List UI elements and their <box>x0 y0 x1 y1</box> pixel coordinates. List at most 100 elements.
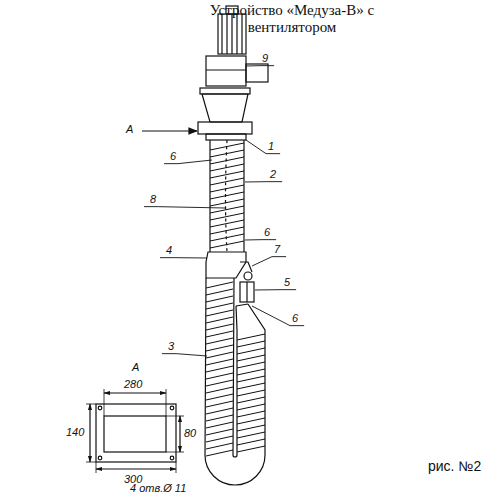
hose-loop-inner <box>233 278 237 457</box>
view-marker: А <box>132 361 139 374</box>
hose-winding <box>210 164 244 171</box>
leader-line <box>162 354 207 356</box>
hose-winding <box>210 178 244 185</box>
leader-line <box>160 257 207 258</box>
hose-winding <box>206 324 233 330</box>
motor-fin <box>231 14 232 54</box>
hose-winding <box>206 450 233 456</box>
callout-number: 6 <box>292 312 298 325</box>
hose-winding <box>206 310 233 316</box>
callout-number: 8 <box>150 193 156 206</box>
hole-note: 4 отв.Ø 11 <box>130 482 186 495</box>
callout-number: 2 <box>270 168 276 181</box>
hose-winding <box>206 338 233 344</box>
hose-winding <box>206 317 233 323</box>
hose-winding <box>210 143 244 150</box>
motor-fin <box>221 14 222 54</box>
drawing-part <box>86 6 268 485</box>
hose-winding <box>206 380 233 386</box>
figure-caption: рис. №2 <box>428 458 481 474</box>
hose-winding <box>237 376 265 382</box>
hose-winding <box>210 206 244 213</box>
hose-winding <box>210 185 244 192</box>
leader-line <box>252 306 304 326</box>
hose-winding <box>237 439 265 445</box>
hose-winding <box>210 171 244 178</box>
fan-housing <box>206 56 246 86</box>
hose-winding <box>210 199 244 206</box>
hose-winding <box>206 401 233 407</box>
clamp-part <box>240 282 254 302</box>
callout-number: 7 <box>274 243 280 256</box>
leader-line <box>255 289 296 290</box>
hook-ring <box>244 272 252 280</box>
view-arrow <box>142 130 197 131</box>
hose-collar <box>206 134 246 140</box>
diagram-title: Устройство «Медуза-В» с вентилятором <box>204 2 380 37</box>
hose-winding <box>210 227 244 234</box>
hose-winding <box>210 213 244 220</box>
leader-line <box>246 140 280 154</box>
hose-winding <box>237 397 265 403</box>
hose-joint <box>236 304 248 306</box>
hose-coupling <box>206 252 246 278</box>
hose-winding <box>237 418 265 424</box>
extension-line <box>166 452 184 453</box>
bolt-hole <box>170 406 174 410</box>
drawing-part <box>144 66 304 356</box>
fan-outlet <box>246 64 268 82</box>
extension-line <box>166 416 184 417</box>
callout-number: 6 <box>170 150 176 163</box>
leader-line <box>245 239 276 240</box>
dimension-line <box>96 468 176 469</box>
hose-winding <box>206 422 233 428</box>
dimension-value: 80 <box>184 427 196 440</box>
extension-line <box>176 462 177 473</box>
extension-line <box>96 462 97 473</box>
hose-winding <box>206 352 233 358</box>
hose-winding <box>237 383 265 389</box>
hose-winding <box>237 425 265 431</box>
hose-winding <box>206 436 233 442</box>
hose-winding <box>206 296 233 302</box>
hose-winding <box>237 446 265 452</box>
hose-winding <box>237 355 265 361</box>
callout-number: 9 <box>262 52 268 65</box>
hose-winding <box>210 220 244 227</box>
dimension-value: 280 <box>124 378 142 391</box>
hose-winding <box>206 387 233 393</box>
motor-fin <box>226 14 227 54</box>
hose-loop-outline <box>205 278 265 485</box>
hose-winding <box>206 429 233 435</box>
adapter-cone <box>202 94 248 122</box>
hose-winding <box>206 345 233 351</box>
hose-winding <box>237 341 265 347</box>
callout-number: 3 <box>168 340 174 353</box>
hose-winding <box>237 348 265 354</box>
hose-winding <box>206 443 233 449</box>
hose-winding <box>206 289 233 295</box>
hose-winding <box>206 366 233 372</box>
extension-line <box>104 389 105 416</box>
hose-winding <box>237 390 265 396</box>
flange-outline <box>96 404 176 462</box>
hose-winding <box>206 408 233 414</box>
motor-fin <box>241 14 242 54</box>
inlet-flange <box>198 122 252 134</box>
dimension-value: 140 <box>66 426 84 439</box>
hose-winding <box>206 359 233 365</box>
hose-winding <box>210 157 244 164</box>
flange-plate <box>200 88 250 94</box>
callout-number: 4 <box>166 244 172 257</box>
hose-winding <box>210 150 244 157</box>
bolt-hole <box>98 406 102 410</box>
motor-body <box>218 14 246 54</box>
callout-number: 5 <box>284 276 290 289</box>
hose-winding <box>206 282 233 288</box>
hose-winding <box>206 415 233 421</box>
hose-winding <box>210 241 244 248</box>
callout-number: 6 <box>264 226 270 239</box>
drawing-part <box>206 143 265 456</box>
